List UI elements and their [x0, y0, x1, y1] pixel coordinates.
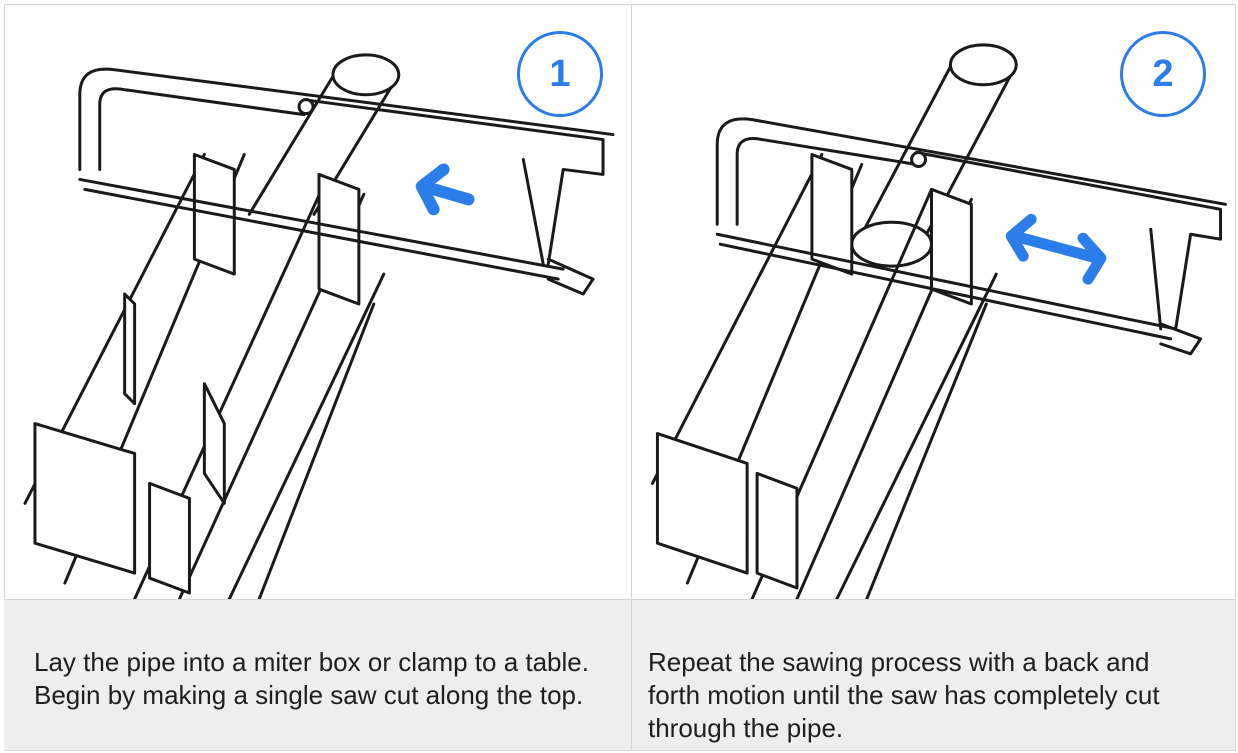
step-2-illustration: 2 [632, 4, 1236, 600]
arrow-left-icon [415, 163, 475, 216]
step-number-badge: 2 [1120, 31, 1206, 117]
step-1-caption: Lay the pipe into a miter box or clamp t… [4, 600, 632, 751]
step-number-badge: 1 [517, 31, 603, 117]
saw-miter-box-drawing [23, 53, 615, 599]
saw-cutting-pipe-drawing [650, 43, 1228, 599]
instruction-grid: 1 [4, 4, 1236, 751]
step-2-text: Repeat the sawing process with a back an… [648, 647, 1160, 743]
step-2-caption: Repeat the sawing process with a back an… [632, 600, 1236, 751]
step-1-text: Lay the pipe into a miter box or clamp t… [34, 647, 589, 710]
step-1-illustration: 1 [4, 4, 632, 600]
double-arrow-icon [1005, 213, 1107, 285]
